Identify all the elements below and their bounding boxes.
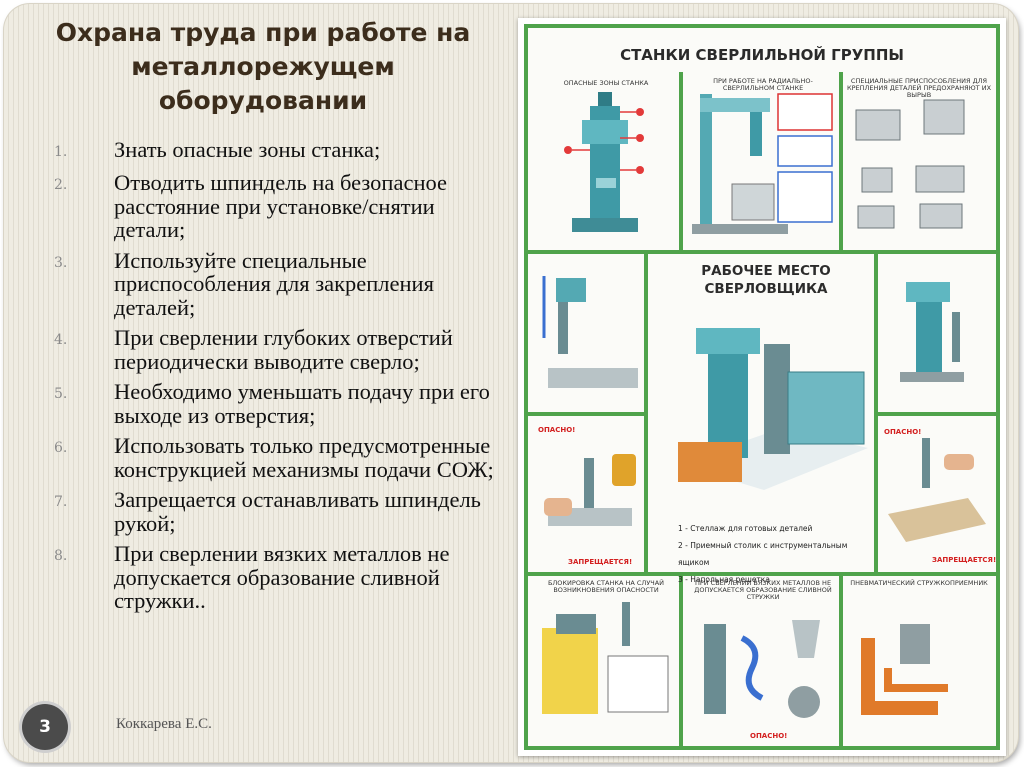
safety-poster: СТАНКИ СВЕРЛИЛЬНОЙ ГРУППЫ ОПАСНЫЕ ЗОНЫ С… bbox=[518, 18, 1006, 756]
danger-label: ОПАСНО! bbox=[884, 428, 922, 436]
forbidden-label: ЗАПРЕЩАЕТСЯ! bbox=[932, 556, 997, 564]
list-text: Используйте специальные приспособления д… bbox=[114, 247, 434, 320]
legend-item: 3 - Напольная решетка bbox=[678, 575, 770, 584]
poster-board: СТАНКИ СВЕРЛИЛЬНОЙ ГРУППЫ ОПАСНЫЕ ЗОНЫ С… bbox=[524, 24, 1000, 750]
list-text: Отводить шпиндель на безопасное расстоян… bbox=[114, 170, 447, 242]
list-item: 5. Необходимо уменьшать подачу при его вы… bbox=[54, 380, 494, 427]
poster-title: СТАНКИ СВЕРЛИЛЬНОЙ ГРУППЫ bbox=[620, 46, 904, 64]
list-item: 7. Запрещается останавливать шпиндель рук… bbox=[54, 488, 494, 535]
panel-caption: ПРИ СВЕРЛЕНИИ ВЯЗКИХ МЕТАЛЛОВ НЕ ДОПУСКА… bbox=[694, 579, 832, 601]
panel-caption: БЛОКИРОВКА СТАНКА НА СЛУЧАЙ ВОЗНИКНОВЕНИ… bbox=[547, 579, 665, 594]
chip-collector-illustration bbox=[861, 624, 948, 715]
radial-drill-illustration bbox=[692, 93, 833, 234]
coolant-illustration bbox=[544, 454, 636, 526]
danger-label: ОПАСНО! bbox=[750, 732, 788, 740]
list-text: Знать опасные зоны станка; bbox=[114, 137, 381, 162]
interlock-illustration bbox=[542, 602, 669, 714]
list-text: Использовать только предусмотренные конс… bbox=[114, 433, 494, 482]
safety-rules-list: 1. Знать опасные зоны станка; 2. Отводить … bbox=[54, 138, 494, 620]
panel-caption: ПРИ РАБОТЕ НА РАДИАЛЬНО-СВЕРЛИЛЬНОМ СТАН… bbox=[713, 77, 813, 92]
list-number: 3. bbox=[54, 254, 68, 271]
list-item: 1. Знать опасные зоны станка; bbox=[54, 138, 494, 164]
list-number: 2. bbox=[54, 177, 68, 193]
panel-caption: СПЕЦИАЛЬНЫЕ ПРИСПОСОБЛЕНИЯ ДЛЯ КРЕПЛЕНИЯ… bbox=[846, 77, 992, 99]
list-text: Запрещается останавливать шпиндель рукой… bbox=[114, 487, 481, 536]
list-item: 6. Использовать только предусмотренные ко… bbox=[54, 434, 494, 481]
list-number: 7. bbox=[54, 494, 68, 510]
list-number: 1. bbox=[54, 144, 68, 160]
panel-caption: ПНЕВМАТИЧЕСКИЙ СТРУЖКОПРИЕМНИК bbox=[850, 579, 988, 587]
workplace-illustration bbox=[678, 328, 868, 490]
list-text: При сверлении вязких металлов не допуска… bbox=[114, 541, 450, 613]
list-number: 6. bbox=[54, 440, 68, 456]
author-name: Коккарева Е.С. bbox=[116, 716, 212, 732]
reduce-feed-illustration bbox=[900, 282, 964, 382]
slide-title: Охрана труда при работе на металлорежуще… bbox=[55, 18, 471, 115]
chip-formation-illustration bbox=[704, 620, 820, 718]
deep-hole-illustration bbox=[542, 276, 638, 388]
poster-illustrations bbox=[528, 72, 996, 746]
spindle-stop-illustration bbox=[888, 438, 986, 542]
list-item: 3. Используйте специальные приспособления… bbox=[54, 247, 494, 320]
list-number: 5. bbox=[54, 386, 68, 402]
list-item: 8. При сверлении вязких металлов не допу… bbox=[54, 542, 494, 613]
legend-item: 1 - Стеллаж для готовых деталей bbox=[678, 524, 813, 533]
danger-label: ОПАСНО! bbox=[538, 426, 576, 434]
center-legend: 1 - Стеллаж для готовых деталей 2 - Прие… bbox=[678, 520, 878, 588]
panel-caption: ОПАСНЫЕ ЗОНЫ СТАНКА bbox=[563, 79, 649, 87]
legend-item: 2 - Приемный столик с инструментальным я… bbox=[678, 541, 848, 567]
center-panel-title: РАБОЧЕЕ МЕСТО СВЕРЛОВЩИКА bbox=[701, 263, 831, 297]
list-number: 4. bbox=[54, 332, 68, 348]
list-number: 8. bbox=[54, 548, 68, 564]
list-text: При сверлении глубоких отверстий периоди… bbox=[114, 325, 453, 374]
drill-press-illustration bbox=[564, 92, 644, 232]
list-item: 2. Отводить шпиндель на безопасное рассто… bbox=[54, 171, 494, 242]
list-item: 4. При сверлении глубоких отверстий перио… bbox=[54, 326, 494, 373]
slide: Охрана труда при работе на металлорежуще… bbox=[4, 4, 1018, 762]
list-text: Необходимо уменьшать подачу при его выхо… bbox=[114, 379, 490, 428]
forbidden-label: ЗАПРЕЩАЕТСЯ! bbox=[568, 558, 633, 566]
clamping-fixtures-illustration bbox=[855, 99, 965, 229]
slide-number-badge: 3 bbox=[22, 704, 68, 750]
